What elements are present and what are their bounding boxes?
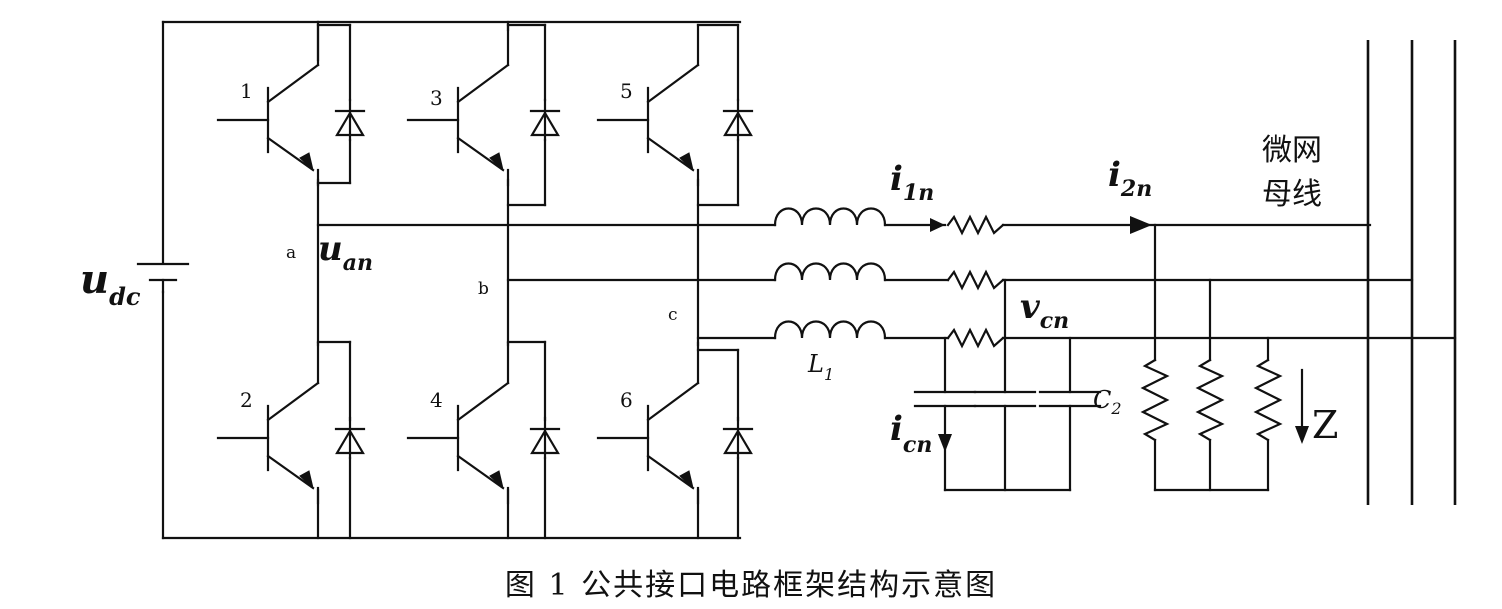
igbt-switch-5 [596, 23, 700, 187]
switch-label-3: 3 [430, 86, 443, 110]
diode-5-icon [722, 98, 754, 142]
bus-label-line1: 微网 [1262, 133, 1322, 168]
uan-label: uan [318, 229, 373, 276]
i2n-label: i2n [1108, 155, 1152, 202]
igbt-switch-4 [406, 341, 510, 505]
node-b-label: b [478, 279, 489, 299]
diode-4-icon [529, 416, 561, 460]
switch-label-6: 6 [620, 388, 633, 412]
dc-bus-frame [161, 20, 742, 540]
circuit-diagram: 1 2 3 4 5 6 a b c udc uan i1n i2n vcn ic… [80, 20, 1457, 540]
udc-label: udc [80, 256, 141, 311]
leg-b [506, 20, 547, 540]
leg-c [696, 23, 740, 540]
load-z-resistors [1141, 223, 1309, 492]
phase-c-line [696, 320, 1457, 348]
icn-label: icn [890, 409, 932, 458]
diode-2-icon [334, 416, 366, 460]
node-c-label: c [668, 305, 678, 325]
L1-label: L1 [807, 350, 834, 384]
diode-3-icon [529, 98, 561, 142]
bus-label-line2: 母线 [1262, 177, 1322, 212]
z-label: Z [1312, 403, 1338, 447]
diode-1-icon [334, 98, 366, 142]
igbt-switch-3 [406, 23, 510, 187]
filter-capacitors [913, 278, 1102, 492]
i1n-label: i1n [890, 159, 934, 206]
igbt-switch-2 [216, 341, 320, 505]
igbt-switch-6 [596, 341, 700, 505]
switch-label-5: 5 [620, 79, 633, 103]
switch-label-1: 1 [240, 79, 253, 103]
C2-label: C2 [1093, 386, 1122, 418]
phase-a-line [316, 207, 1372, 235]
node-a-label: a [286, 243, 296, 263]
phase-b-line [506, 262, 1414, 290]
vcn-label: vcn [1020, 287, 1069, 334]
switch-label-4: 4 [430, 388, 443, 412]
microgrid-bus [1366, 40, 1457, 505]
figure-caption: 图 1 公共接口电路框架结构示意图 [504, 568, 998, 603]
diode-6-icon [722, 416, 754, 460]
igbt-switch-1 [216, 23, 320, 187]
leg-a [316, 20, 352, 540]
dc-source-battery [136, 262, 190, 294]
switch-label-2: 2 [240, 388, 253, 412]
